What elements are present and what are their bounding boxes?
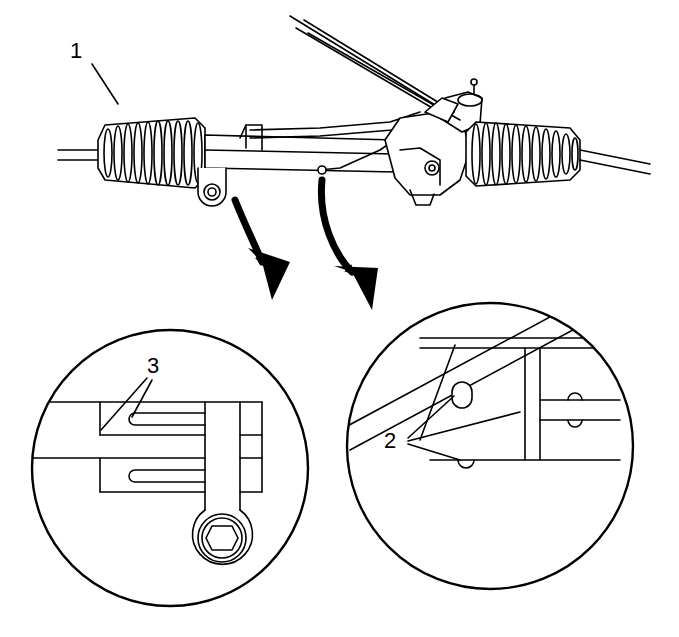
leader-line [408,444,460,460]
detail-circle [340,290,633,589]
leader-line [101,378,147,430]
callout-number: 2 [384,430,396,452]
leader-line [408,412,520,441]
callout-number: 3 [147,355,159,377]
leader-line [132,380,152,417]
callout-number: 1 [70,40,82,62]
zoom-arrow [321,180,352,272]
right-boot [466,122,580,186]
left-boot [98,118,205,188]
detail-circle [30,330,308,606]
leader-line [92,64,118,104]
rack-assembly [58,16,650,206]
